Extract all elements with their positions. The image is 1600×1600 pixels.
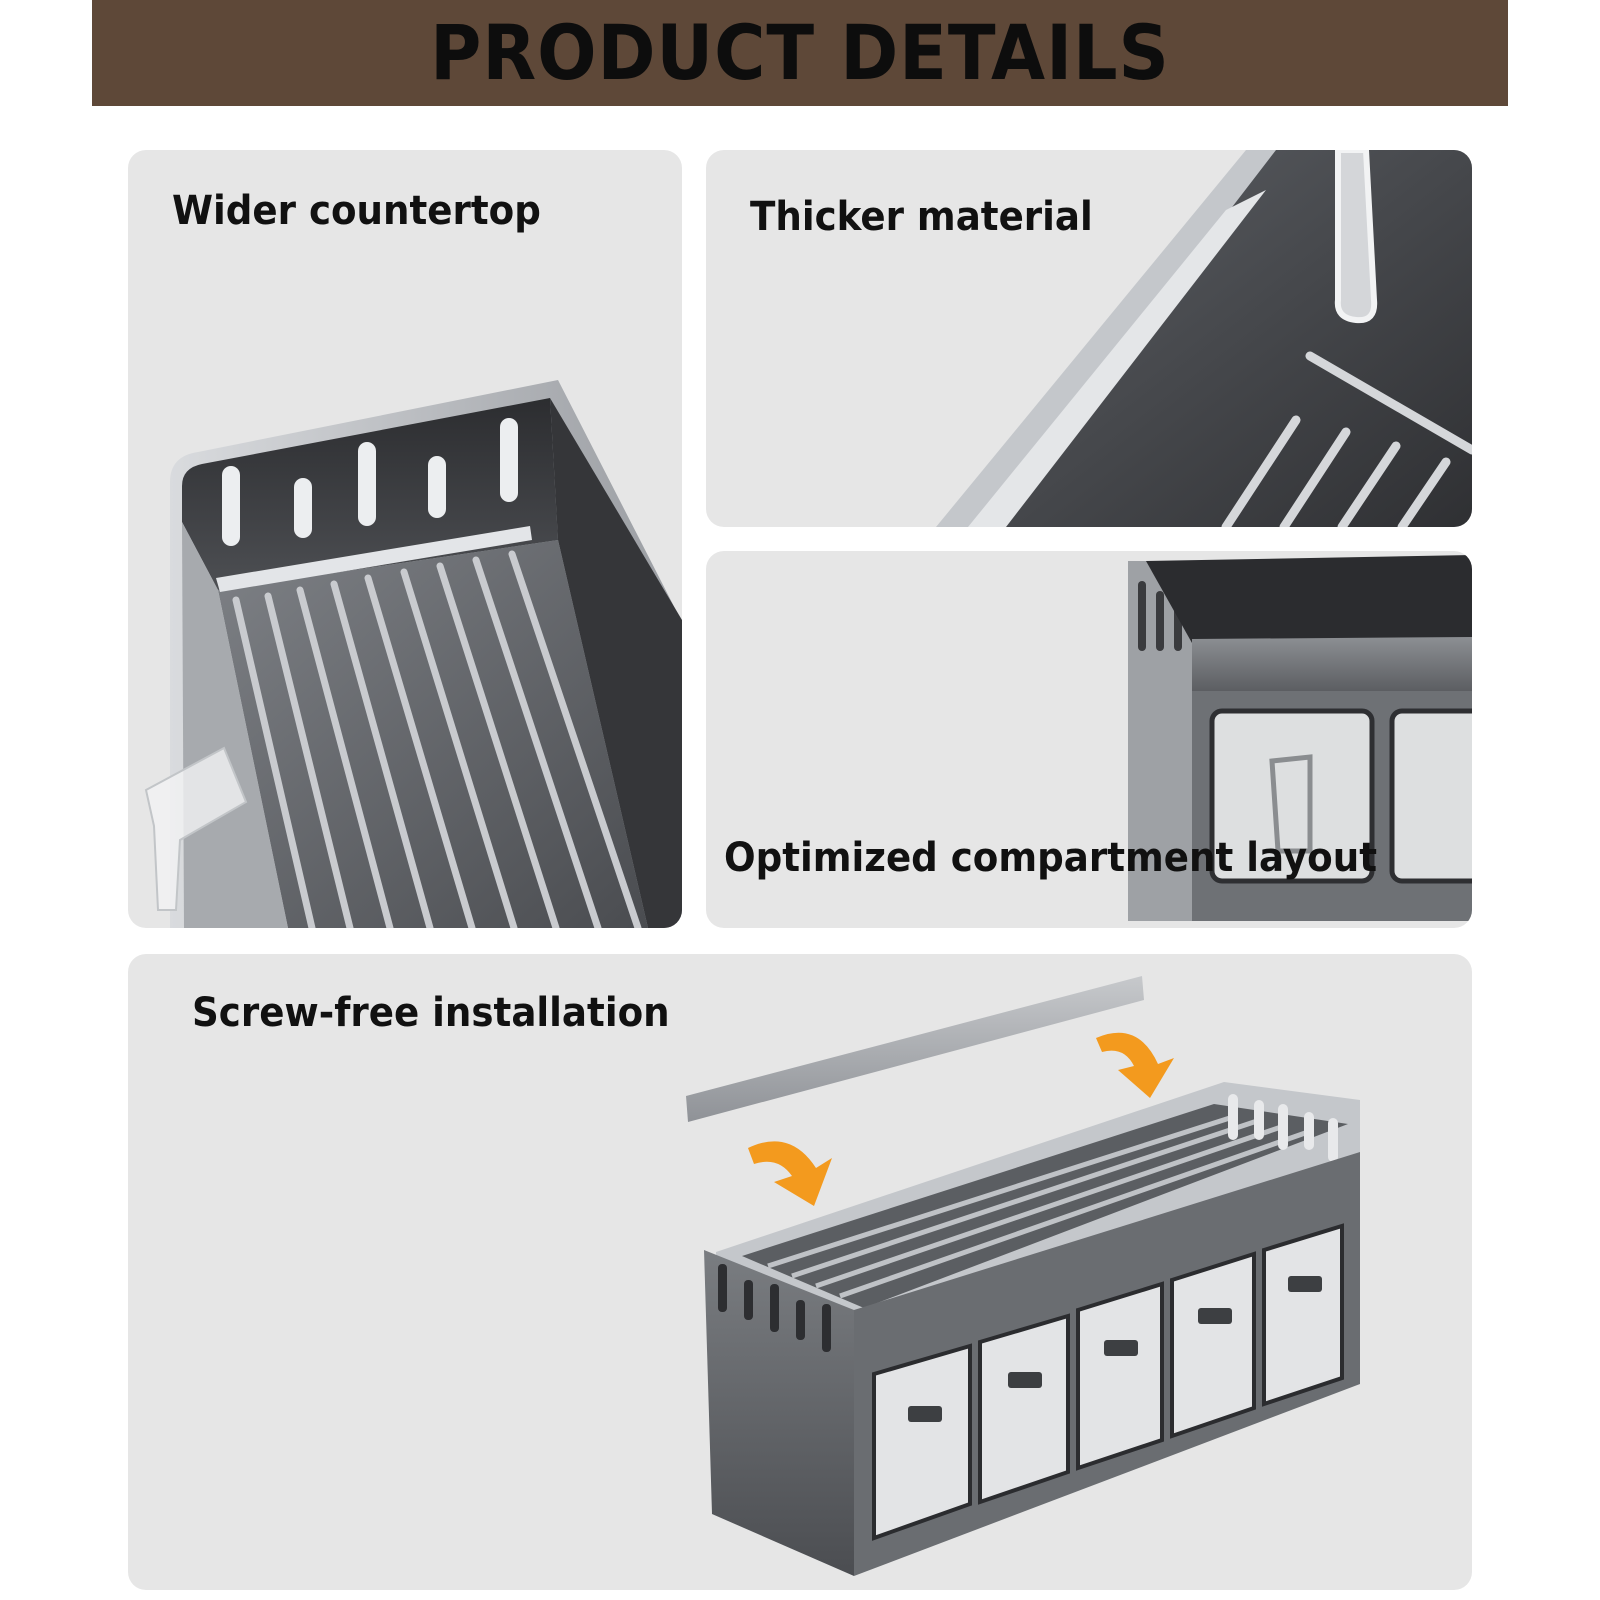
panel-optimized-compartment-layout: Optimized compartment layout bbox=[706, 551, 1472, 928]
header-banner: PRODUCT DETAILS bbox=[92, 0, 1508, 106]
panel-wider-countertop: Wider countertop bbox=[128, 150, 682, 928]
panel-screw-free-installation: Screw-free installation bbox=[128, 954, 1472, 1590]
panel-label: Wider countertop bbox=[172, 188, 541, 234]
arrow-icon bbox=[1096, 1032, 1174, 1098]
compartment-illustration bbox=[1128, 555, 1472, 921]
arrow-icon bbox=[748, 1141, 832, 1206]
panel-label: Thicker material bbox=[750, 194, 1093, 240]
corner-closeup-illustration bbox=[936, 150, 1472, 527]
basket-closeup-illustration bbox=[144, 380, 682, 928]
panel-label: Optimized compartment layout bbox=[724, 835, 1377, 881]
panel-label: Screw-free installation bbox=[192, 990, 670, 1036]
installation-illustration bbox=[686, 976, 1360, 1576]
page-title: PRODUCT DETAILS bbox=[430, 8, 1170, 97]
panel-thicker-material: Thicker material bbox=[706, 150, 1472, 527]
